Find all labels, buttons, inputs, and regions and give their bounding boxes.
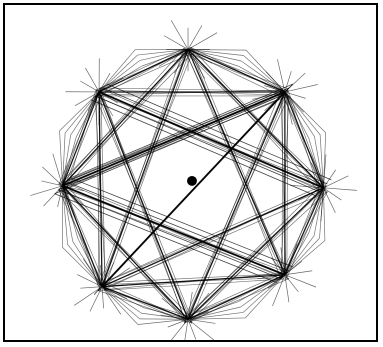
pattern-line — [102, 287, 138, 325]
pattern-line — [171, 20, 188, 49]
pattern-line — [59, 190, 192, 323]
pattern-line — [99, 50, 135, 92]
pattern-line — [101, 47, 191, 94]
pattern-line — [323, 188, 325, 241]
pattern-line — [285, 92, 309, 138]
pattern-line — [102, 287, 104, 309]
pattern-line — [65, 95, 101, 184]
pattern-line — [107, 84, 331, 180]
pattern-line — [95, 96, 106, 291]
pattern-line — [74, 287, 102, 306]
pattern-line — [190, 186, 326, 322]
pattern-line — [98, 192, 327, 291]
center-dot — [187, 176, 197, 186]
pattern-line — [60, 92, 100, 131]
pattern-line — [62, 247, 102, 286]
pattern-line — [285, 233, 309, 274]
pattern-line — [95, 96, 319, 192]
pattern-line — [99, 61, 139, 92]
pattern-line — [59, 96, 289, 190]
figure-frame — [3, 3, 378, 342]
pattern-line — [323, 188, 357, 191]
pattern-line — [104, 186, 326, 290]
pattern-line — [65, 47, 191, 188]
line-pattern-figure — [5, 5, 376, 340]
pattern-line — [188, 33, 217, 50]
pattern-line — [59, 53, 192, 189]
pattern-line — [63, 186, 285, 275]
